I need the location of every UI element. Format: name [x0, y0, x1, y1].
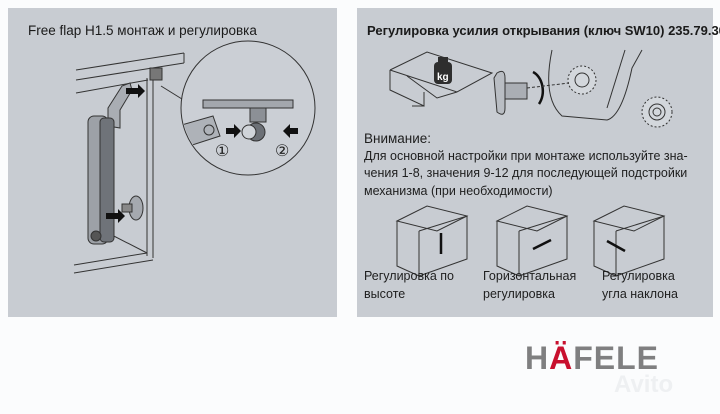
- avito-watermark: Avito: [614, 371, 674, 398]
- force-adjustment-illustration: kg: [389, 49, 673, 277]
- push-arrow-icon: [106, 209, 125, 223]
- adjustment-caption-tilt: Регулировка угла наклона: [602, 267, 678, 303]
- adjustment-title: Регулировка усилия открывания (ключ SW10…: [367, 23, 720, 38]
- mounting-panel: Free flap H1.5 монтаж и регулировка: [8, 8, 337, 317]
- push-arrow-icon: [126, 84, 145, 98]
- logo-text: H: [525, 340, 550, 376]
- note-heading: Внимание:: [364, 131, 432, 146]
- caption-line: угла наклона: [602, 287, 678, 301]
- caption-line: Регулировка: [602, 269, 675, 283]
- rotate-arrow-icon: [532, 70, 545, 105]
- mounting-title: Free flap H1.5 монтаж и регулировка: [28, 23, 257, 38]
- caption-line: высоте: [364, 287, 406, 301]
- note-line: механизма (при необходимости): [364, 183, 553, 198]
- adjustment-panel: Регулировка усилия открывания (ключ SW10…: [357, 8, 720, 317]
- horizontal-arrow-icon: [532, 238, 552, 251]
- diagonal-arrow-icon: [606, 239, 626, 253]
- lift-mechanism-illustration: [73, 40, 316, 274]
- hafele-logo: HÄFELE: [525, 340, 659, 377]
- dial-icon: [641, 96, 673, 128]
- logo-accent: Ä: [549, 340, 574, 376]
- adjustment-caption-horizontal: Горизонтальная регулировка: [483, 267, 576, 303]
- caption-line: Регулировка по: [364, 269, 454, 283]
- caption-line: регулировка: [483, 287, 555, 301]
- step-1-label: ①: [215, 143, 230, 160]
- caption-line: Горизонтальная: [483, 269, 577, 283]
- kg-label: kg: [437, 72, 449, 83]
- adjustment-caption-height: Регулировка по высоте: [364, 267, 454, 303]
- attention-note: Внимание: Для основной настройки при мон…: [364, 130, 704, 200]
- logo-text: FELE: [573, 340, 659, 376]
- weight-icon: [434, 57, 452, 84]
- note-line: чения 1-8, значения 9-12 для последующей…: [364, 166, 688, 180]
- step-2-label: ②: [275, 143, 290, 160]
- note-line: Для основной настройки при монтаже испол…: [364, 148, 688, 163]
